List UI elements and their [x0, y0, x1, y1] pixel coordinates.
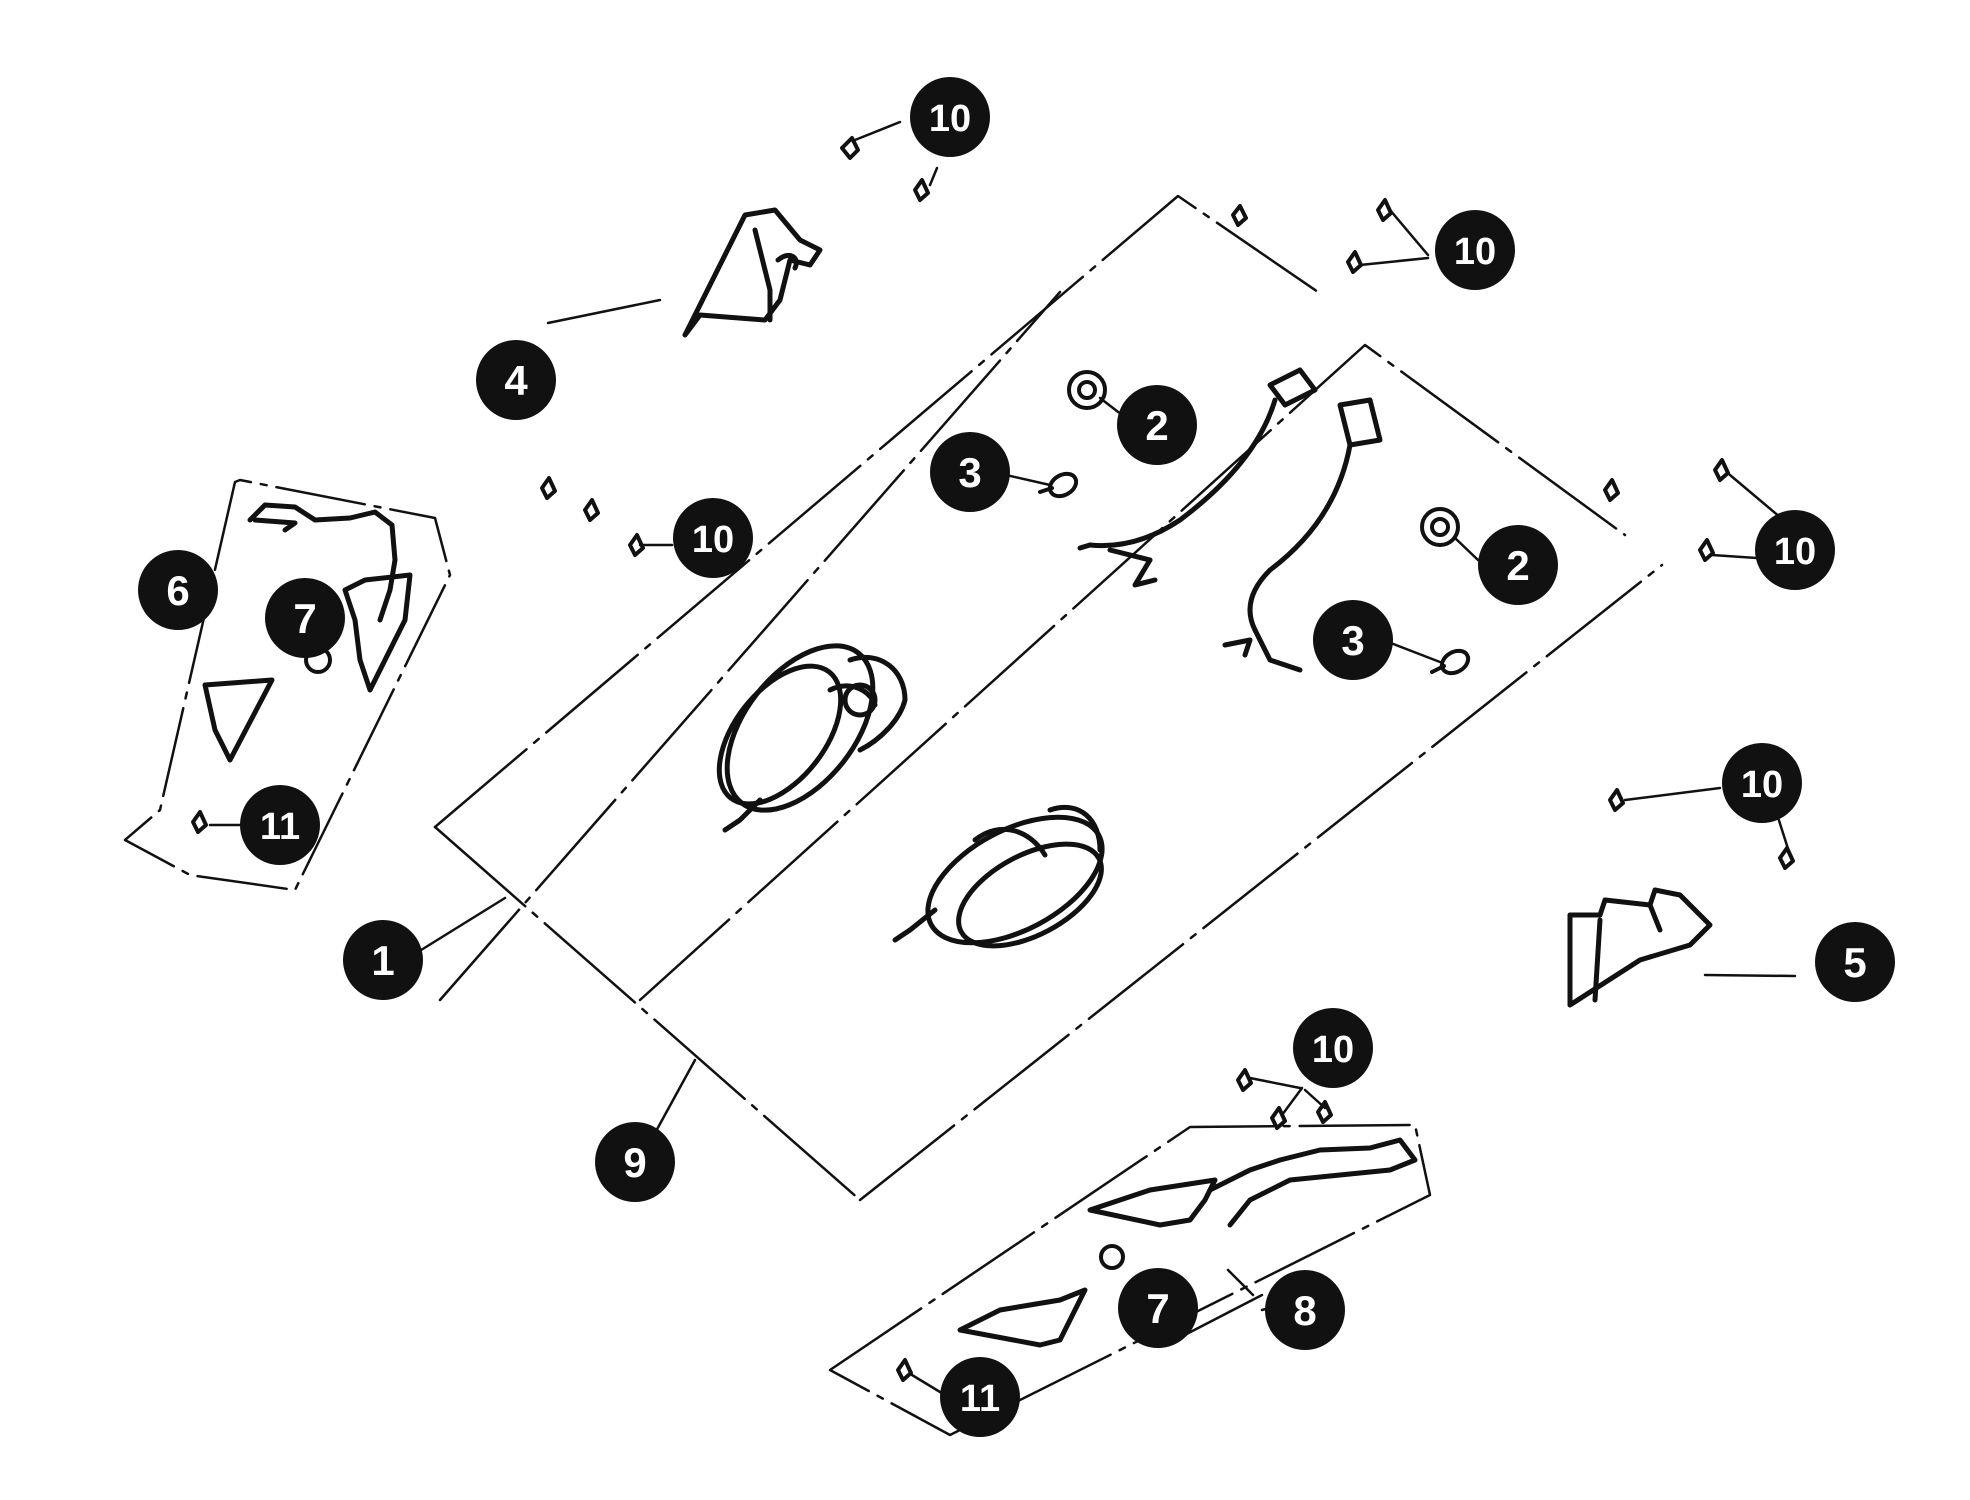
- callout-2-lower: 2: [1478, 525, 1558, 605]
- svg-text:7: 7: [1146, 1285, 1169, 1332]
- svg-text:11: 11: [960, 1378, 1000, 1420]
- callout-7-left: 7: [265, 578, 345, 658]
- assembly-outline-left-panel: [123, 478, 452, 892]
- headlamp-housing-right: [892, 804, 1105, 949]
- callout-7-bottom: 7: [1118, 1268, 1198, 1348]
- assembly-outline-main: [433, 194, 1664, 1202]
- side-marker-lamp-bottom: [957, 1137, 1418, 1348]
- callout-10-top: 10: [910, 77, 990, 157]
- callout-9: 9: [595, 1122, 675, 1202]
- wiring-harness-upper: [1077, 367, 1318, 588]
- callout-11-bottom: 11: [940, 1357, 1020, 1437]
- wiring-harness-lower: [1222, 397, 1383, 673]
- svg-text:9: 9: [623, 1139, 646, 1186]
- callout-8: 8: [1265, 1270, 1345, 1350]
- callout-10-right: 10: [1755, 510, 1835, 590]
- svg-text:7: 7: [293, 595, 316, 642]
- svg-text:10: 10: [1312, 1029, 1354, 1071]
- callout-10-lower-right: 10: [1722, 743, 1802, 823]
- assembly-outline-bottom-panel: [828, 1123, 1432, 1437]
- svg-text:2: 2: [1145, 402, 1168, 449]
- headlamp-housing-left: [716, 643, 908, 833]
- svg-text:10: 10: [1454, 231, 1496, 273]
- callout-10-left: 10: [673, 498, 753, 578]
- mounting-bracket-lower: [1567, 887, 1713, 1008]
- fastener-clips: [191, 136, 1795, 1382]
- svg-text:11: 11: [260, 806, 300, 848]
- svg-text:2: 2: [1506, 542, 1529, 589]
- bulb-lower: [1430, 648, 1471, 676]
- bulb-upper: [1038, 471, 1079, 499]
- mounting-bracket-upper: [682, 207, 823, 338]
- svg-text:5: 5: [1843, 939, 1866, 986]
- svg-text:6: 6: [166, 567, 189, 614]
- svg-text:4: 4: [504, 357, 528, 404]
- svg-text:3: 3: [958, 449, 981, 496]
- callout-4: 4: [476, 340, 556, 420]
- svg-text:10: 10: [1774, 531, 1816, 573]
- bulb-socket-lower: [1420, 507, 1460, 547]
- svg-text:10: 10: [929, 98, 971, 140]
- callout-3-upper: 3: [930, 432, 1010, 512]
- svg-text:10: 10: [1741, 764, 1783, 806]
- svg-text:1: 1: [371, 937, 394, 984]
- side-marker-lamp-left: [202, 502, 413, 763]
- callout-3-lower: 3: [1313, 600, 1393, 680]
- lamp-bulb-bottom: [1099, 1244, 1125, 1270]
- svg-text:10: 10: [692, 519, 734, 561]
- svg-text:8: 8: [1293, 1287, 1316, 1334]
- callout-11-left: 11: [240, 785, 320, 865]
- callout-2-upper: 2: [1117, 385, 1197, 465]
- leader-lines: [208, 120, 1797, 1397]
- bulb-socket-upper: [1067, 370, 1107, 410]
- callout-6: 6: [138, 550, 218, 630]
- callout-10-bottom: 10: [1293, 1008, 1373, 1088]
- callout-1: 1: [343, 920, 423, 1000]
- svg-text:3: 3: [1341, 617, 1364, 664]
- callout-10-upper-right: 10: [1435, 210, 1515, 290]
- callout-5: 5: [1815, 922, 1895, 1002]
